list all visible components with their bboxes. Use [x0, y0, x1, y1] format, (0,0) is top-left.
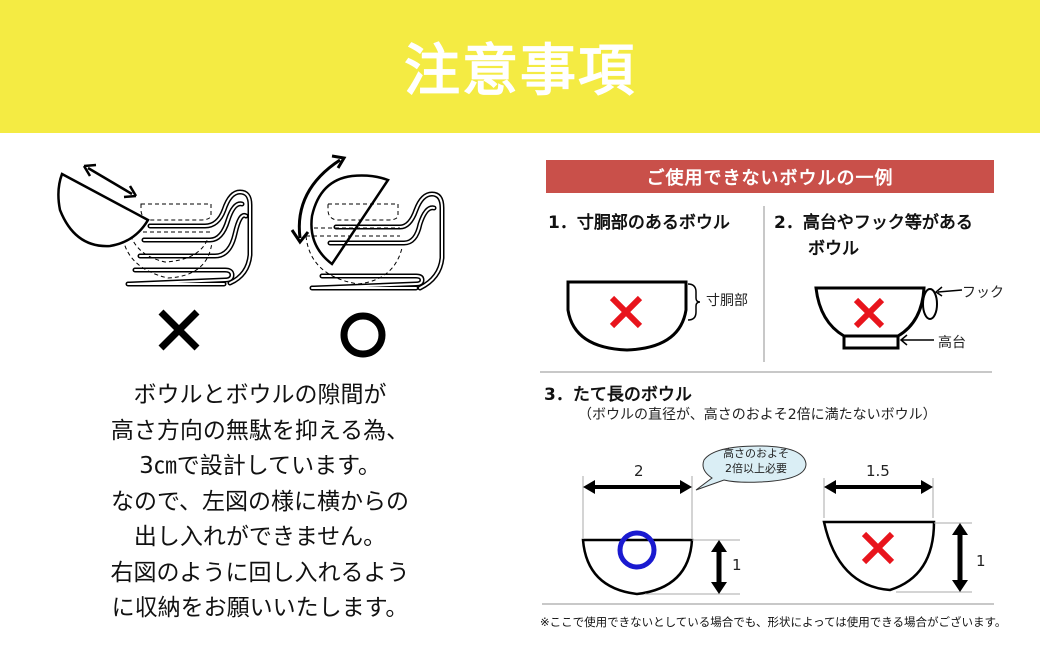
- ok-height-label: 1: [732, 556, 742, 574]
- page-title: 注意事項: [404, 39, 636, 104]
- sideways-insert-illustration: [57, 163, 253, 287]
- footed-hooked-bowl-illustration: [814, 286, 938, 350]
- instruction-line: に収納をお願いいたします。: [111, 595, 409, 621]
- deep-bowl-ng-illustration: [822, 478, 972, 593]
- rotate-insert-illustration: [290, 154, 445, 291]
- ng-height-label: 1: [976, 552, 986, 570]
- ok-width-label: 2: [634, 462, 644, 480]
- section2-title-line2: ボウル: [808, 239, 859, 259]
- straight-wall-bowl-illustration: [566, 280, 700, 352]
- unusable-bowls-banner: ご使用できないボウルの一例: [546, 160, 994, 193]
- ng-width-label: 1.5: [866, 462, 890, 480]
- ng-cross-mark-icon: [158, 309, 200, 351]
- instruction-text: ボウルとボウルの隙間が 高さ方向の無駄を抑える為、 3㎝で設計しています。 なの…: [60, 378, 460, 627]
- shallow-bowl-ok-illustration: [581, 476, 740, 596]
- instruction-line: 出し入れができません。: [133, 524, 387, 550]
- speech-bubble-shape: [695, 445, 807, 491]
- section3-title: 3．たて長のボウル: [544, 385, 692, 405]
- ok-circle-mark-icon: [340, 312, 386, 358]
- bubble-line: 高さのおよそ: [723, 447, 789, 460]
- hook-arrow-icon: [934, 286, 962, 297]
- footer-divider: [542, 603, 994, 605]
- hook-label: フック: [962, 285, 1004, 301]
- section1-title: 1．寸胴部のあるボウル: [548, 213, 730, 233]
- section2-title-line1: 2．高台やフック等がある: [774, 213, 973, 233]
- section3-subtitle: （ボウルの直径が、高さのおよそ2倍に満たないボウル）: [578, 407, 937, 423]
- foot-arrow-icon: [899, 334, 934, 346]
- instruction-line: 3㎝で設計しています。: [139, 453, 381, 479]
- instruction-line: ボウルとボウルの隙間が: [133, 382, 387, 408]
- instruction-line: なので、左図の様に横からの: [110, 488, 410, 515]
- speech-bubble-text: 高さのおよそ 2倍以上必要: [700, 446, 812, 486]
- instruction-line: 右図のように回し入れるよう: [110, 559, 410, 586]
- bubble-line: 2倍以上必要: [725, 462, 787, 475]
- header-banner: 注意事項: [0, 0, 1040, 133]
- foot-label: 高台: [938, 335, 966, 351]
- instruction-line: 高さ方向の無駄を抑える為、: [110, 417, 410, 444]
- section-divider: [540, 371, 992, 373]
- footnote: ※ここで使用できないとしている場合でも、形状によっては使用できる場合がございます…: [540, 615, 1007, 629]
- column-divider: [763, 206, 765, 362]
- straight-wall-label: 寸胴部: [706, 293, 748, 309]
